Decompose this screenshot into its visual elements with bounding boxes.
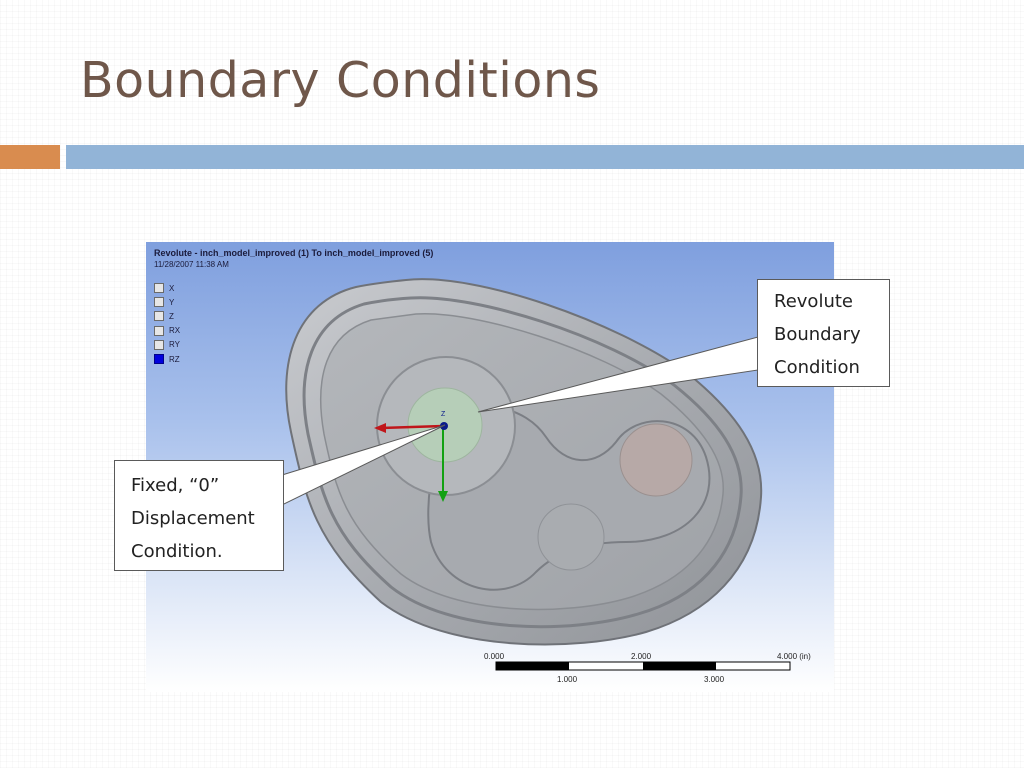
title-accent-bar-blue xyxy=(66,145,1024,169)
legend-item[interactable]: X xyxy=(154,281,180,295)
scale-tick-label: 2.000 xyxy=(631,652,652,661)
title-accent-bar-orange xyxy=(0,145,60,169)
gear-plate[interactable] xyxy=(285,278,763,646)
revolute-boundary-callout: Revolute Boundary Condition xyxy=(757,279,890,387)
checkbox-icon[interactable] xyxy=(154,297,164,308)
scale-tick-label: 1.000 xyxy=(557,675,578,684)
callout-line: Boundary xyxy=(774,324,861,345)
checkbox-icon[interactable] xyxy=(154,283,164,294)
cad-viewport[interactable]: Z Revolute - inch_model_improved (1) To … xyxy=(146,242,834,692)
viewport-title: Revolute - inch_model_improved (1) To in… xyxy=(154,248,434,258)
scale-tick-label: 4.000 (in) xyxy=(777,652,811,661)
callout-line: Condition xyxy=(774,357,860,378)
callout-line: Displacement xyxy=(131,508,255,529)
scale-tick-label: 0.000 xyxy=(484,652,505,661)
checkbox-checked-icon[interactable] xyxy=(154,354,164,365)
model-canvas: Z xyxy=(285,278,791,671)
fixed-displacement-callout: Fixed, “0” Displacement Condition. xyxy=(114,460,284,571)
slide-title: Boundary Conditions xyxy=(80,52,601,109)
legend-item[interactable]: Y xyxy=(154,295,180,309)
legend-item[interactable]: Z xyxy=(154,309,180,323)
triad-z-label: Z xyxy=(441,411,446,418)
scale-tick-label: 3.000 xyxy=(704,675,725,684)
legend-item[interactable]: RZ xyxy=(154,352,180,366)
viewport-date: 11/28/2007 11:38 AM xyxy=(154,260,229,269)
legend-item[interactable]: RY xyxy=(154,338,180,352)
scale-bar xyxy=(495,661,791,671)
callout-line: Revolute xyxy=(774,291,853,312)
callout-line: Fixed, “0” xyxy=(131,475,220,496)
callout-line: Condition. xyxy=(131,541,223,562)
checkbox-icon[interactable] xyxy=(154,339,164,350)
dof-legend: X Y Z RX RY RZ xyxy=(154,281,180,366)
checkbox-icon[interactable] xyxy=(154,325,164,336)
checkbox-icon[interactable] xyxy=(154,311,164,322)
legend-item[interactable]: RX xyxy=(154,324,180,338)
